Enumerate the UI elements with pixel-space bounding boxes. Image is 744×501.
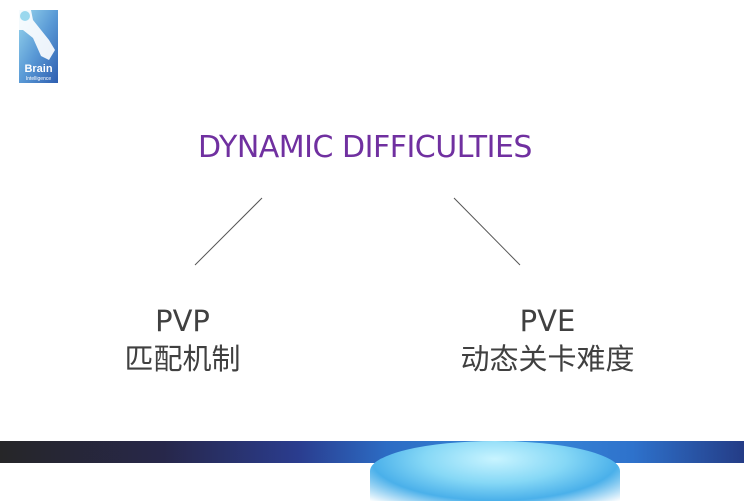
- brain-intelligence-logo: Brain Intelligence: [19, 10, 58, 83]
- slide-title: DYNAMIC DIFFICULTIES: [198, 130, 532, 165]
- svg-text:Intelligence: Intelligence: [26, 76, 52, 82]
- brain-glow-image: [370, 441, 620, 501]
- branch-pve: PVE 动态关卡难度: [440, 302, 655, 378]
- branch-label: PVP: [155, 304, 210, 338]
- branch-description: 匹配机制: [124, 342, 241, 376]
- branch-pvp: PVP 匹配机制: [100, 302, 265, 378]
- connector-lines: [194, 197, 521, 266]
- footer-banner: [0, 441, 744, 463]
- connector-right: [453, 197, 521, 266]
- connector-left: [194, 197, 263, 266]
- branch-description: 动态关卡难度: [460, 342, 635, 376]
- svg-text:Brain: Brain: [24, 63, 52, 75]
- branch-label: PVE: [519, 304, 576, 338]
